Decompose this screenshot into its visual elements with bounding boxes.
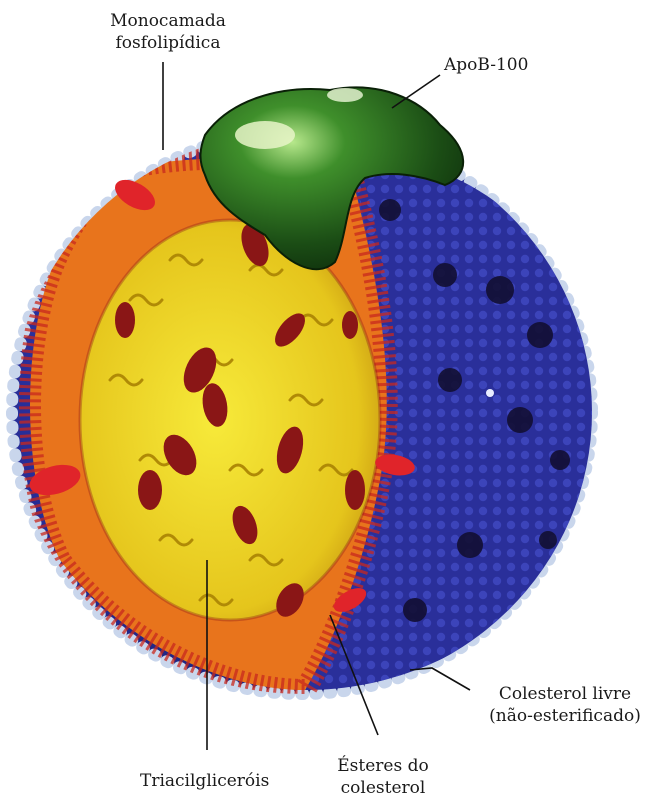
label-free-cholesterol-line1: Colesterol livre [470,683,660,705]
label-cholesterol-esters-line2: colesterol [318,777,448,799]
label-phospholipid-line2: fosfolipídica [88,32,248,54]
label-free-cholesterol-line2: (não-esterificado) [470,705,660,727]
label-phospholipid-monolayer: Monocamada fosfolipídica [88,10,248,54]
lipid-core [80,220,380,620]
label-phospholipid-line1: Monocamada [88,10,248,32]
label-cholesterol-esters: Ésteres do colesterol [318,755,448,799]
label-cholesterol-esters-line1: Ésteres do [318,755,448,777]
label-triacylglycerols: Triacilgliceróis [140,770,269,792]
label-apob100: ApoB-100 [444,54,528,76]
label-free-cholesterol: Colesterol livre (não-esterificado) [470,683,660,727]
